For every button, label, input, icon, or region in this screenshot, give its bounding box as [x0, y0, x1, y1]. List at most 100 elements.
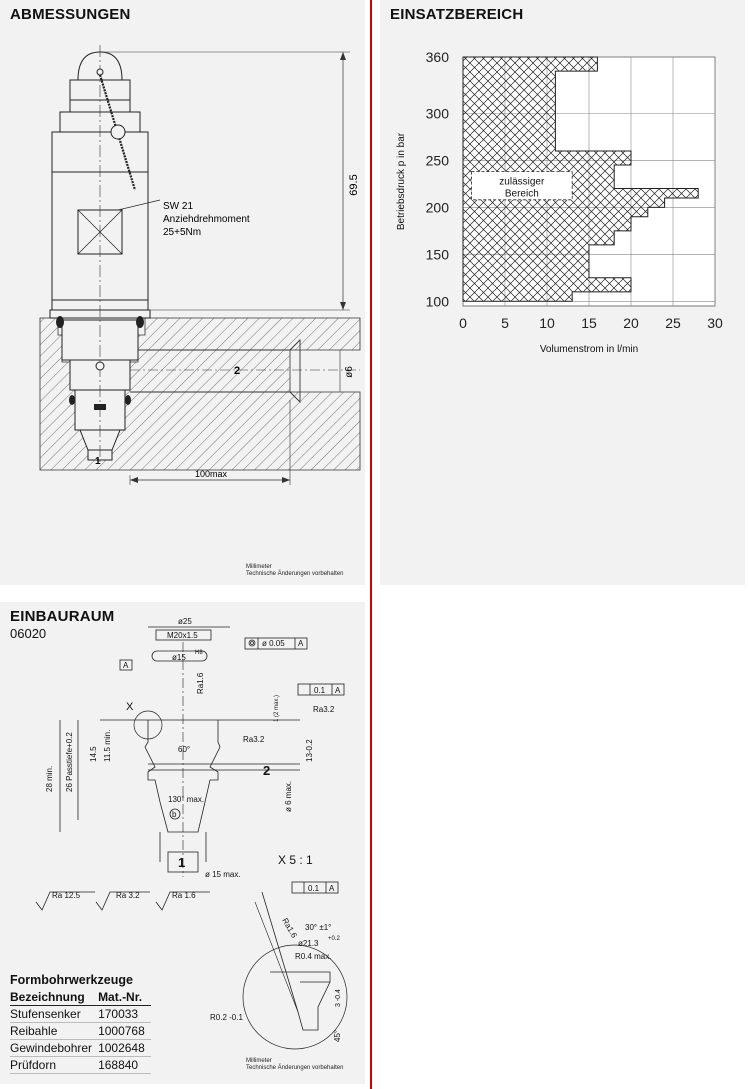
tool-number: 170033: [98, 1005, 151, 1023]
roughness-12-5: Ra 12.5: [52, 891, 81, 900]
dim-11-5: 11.5 min.: [103, 730, 112, 762]
y-tick-label: 150: [426, 246, 450, 262]
dim-69-label: 69.5: [348, 174, 360, 195]
dim-d21-3-tol: +0.2: [328, 936, 341, 942]
runout-datum: A: [329, 884, 335, 893]
y-tick-label: 200: [426, 199, 450, 215]
footnote-line: Millimeter: [246, 1058, 272, 1064]
fit-h8: H8: [195, 650, 203, 656]
callout-sw: SW 21: [163, 201, 193, 212]
region-label-box: [471, 171, 573, 201]
detail-circle: [242, 944, 348, 1050]
callout-torque-value: 25+5Nm: [163, 227, 201, 238]
tool-number: 1002648: [98, 1039, 151, 1057]
dim-d25: ø25: [178, 617, 192, 626]
angle-60: 60°: [178, 745, 190, 754]
detail-x-title: X 5 : 1: [278, 853, 313, 867]
dimensions-title: ABMESSUNGEN: [10, 6, 131, 23]
callout-leader: [117, 199, 161, 211]
y-tick-label: 300: [426, 105, 450, 121]
tool-number: 1000768: [98, 1022, 151, 1040]
bore-channel: [130, 338, 301, 404]
detail-marker-x: X: [126, 701, 134, 713]
datum-a-ref: A: [298, 639, 304, 648]
tools-col-matnr: Mat.-Nr.: [98, 989, 151, 1006]
region-label-line: zulässiger: [499, 177, 545, 188]
tool-number: 168840: [98, 1056, 151, 1074]
ra16-bore: Ra1.6: [196, 672, 205, 694]
table-row: Reibahle 1000768: [10, 1022, 151, 1040]
dim-d15: ø15: [172, 653, 186, 662]
dim-100-label: 100max: [195, 469, 228, 479]
column-divider: [370, 0, 372, 1089]
roughness-1-6: Ra 1.6: [172, 891, 196, 900]
y-tick-label: 360: [426, 49, 450, 65]
x-tick-label: 25: [665, 315, 681, 331]
x-tick-label: 20: [623, 315, 639, 331]
o-ring-right: [136, 316, 144, 328]
cavity-port-1: 1: [178, 855, 185, 870]
dimensions-panel: ABMESSUNGEN: [0, 0, 365, 585]
table-row: Prüfdorn 168840: [10, 1056, 151, 1074]
radius-0-2: R0.2 -0.1: [210, 1013, 243, 1022]
table-row: Stufensenker 170033: [10, 1005, 151, 1023]
footnote-line: Technische Änderungen vorbehalten: [246, 571, 344, 577]
operating-range-title: EINSATZBEREICH: [390, 6, 524, 23]
dimensions-footnote: Millimeter Technische Änderungen vorbeha…: [246, 564, 343, 578]
datum-a-box: A: [123, 661, 129, 670]
region-label-line: Bereich: [505, 189, 539, 200]
dim-d15max: ø 15 max.: [205, 870, 241, 879]
installation-footnote: Millimeter Technische Änderungen vorbeha…: [246, 1058, 343, 1072]
x-tick-label: 0: [459, 315, 467, 331]
tools-col-name: Bezeichnung: [10, 989, 99, 1006]
table-row: Gewindebohrer 1002648: [10, 1039, 151, 1057]
cavity-drawing: ø25 M20x1.5 ø 0.05 A ø15 H8 A 0.1 A X: [35, 617, 348, 1050]
b-marker: b: [172, 810, 177, 819]
radius-0-4: R0.4 max.: [295, 952, 331, 961]
installation-title: EINBAURAUM: [10, 608, 115, 625]
x-tick-label: 5: [501, 315, 509, 331]
seal-wire-ring: [110, 124, 126, 140]
ra32-face: Ra3.2: [313, 705, 335, 714]
tools-title: Formbohrwerkzeuge: [10, 973, 133, 987]
angle-45: 45°: [333, 1030, 342, 1042]
x-tick-label: 15: [581, 315, 597, 331]
perp-datum: A: [335, 686, 341, 695]
callout-torque-label: Anziehdrehmoment: [163, 214, 250, 225]
permissible-region: [462, 56, 699, 302]
tool-name: Stufensenker: [10, 1005, 99, 1023]
perp-tolerance: 0.1: [314, 686, 326, 695]
x-tick-label: 10: [539, 315, 555, 331]
dim-d21-3: ø21.3: [298, 939, 319, 948]
dim-1: 1 (2 max.): [274, 695, 280, 722]
port-1-label: 1: [95, 456, 101, 467]
port-2-label: 2: [234, 365, 240, 377]
valve-body: [49, 51, 151, 461]
tool-name: Reibahle: [10, 1022, 99, 1040]
dim-d6max: ø 6 max.: [284, 781, 293, 812]
dim-3: 3 -0.4: [335, 989, 342, 1007]
tool-name: Gewindebohrer: [10, 1039, 99, 1057]
cavity-port-2: 2: [263, 763, 270, 778]
installation-code: 06020: [10, 626, 47, 641]
tool-name: Prüfdorn: [10, 1056, 99, 1074]
y-tick-label: 100: [426, 293, 450, 309]
runout-tolerance: 0.1: [308, 884, 320, 893]
x-tick-label: 30: [707, 315, 723, 331]
footnote-line: Technische Änderungen vorbehalten: [246, 1065, 344, 1071]
coax-tolerance: ø 0.05: [262, 639, 285, 648]
y-tick-label: 250: [426, 152, 450, 168]
dia-6-label: ø6: [344, 366, 355, 378]
installation-panel: EINBAURAUM 06020 ø25 M20x1.5 ø 0.05 A ø1…: [0, 602, 365, 1084]
o-ring-left: [56, 316, 64, 328]
dim-26: 26 Passtiefe+0.2: [65, 732, 74, 792]
dimensions-drawing: 69.5 ø6 2 1 100max SW 21 Anziehdrehmomen…: [39, 45, 361, 485]
x-axis-title: Volumenstrom in l/min: [540, 344, 638, 355]
thread-label: M20x1.5: [167, 631, 198, 640]
y-axis-title: Betriebsdruck p in bar: [396, 132, 407, 230]
angle-130: 130° max.: [168, 795, 204, 804]
dim-14-5: 14.5: [89, 746, 98, 762]
ra-detail: Ra1.6: [280, 917, 299, 940]
